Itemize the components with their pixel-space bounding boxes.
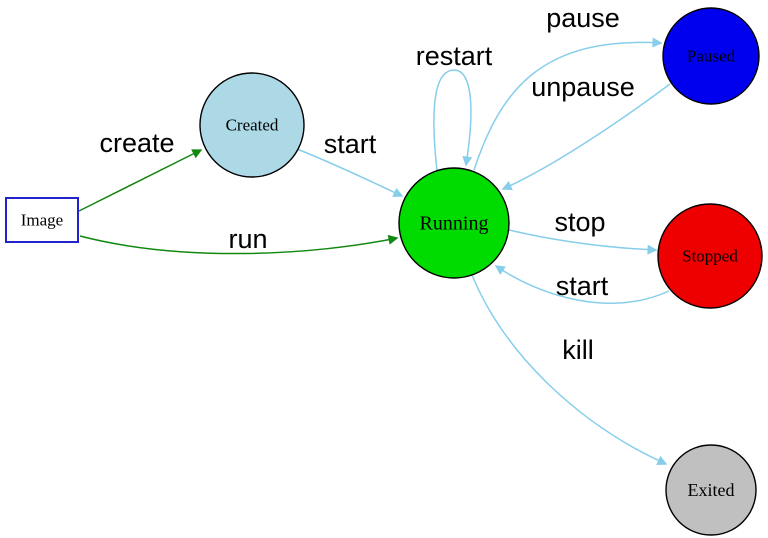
- edge-start-stopped: start: [494, 265, 670, 304]
- edge-label-stop: stop: [554, 207, 605, 237]
- node-label-exited: Exited: [688, 480, 735, 500]
- edge-run: run: [79, 224, 399, 255]
- edge-pause: pause: [473, 3, 663, 171]
- edge-label-run: run: [228, 224, 267, 254]
- edge-label-kill: kill: [562, 335, 594, 365]
- edge-create: create: [78, 128, 203, 212]
- edge-line-restart: [433, 69, 473, 172]
- node-label-created: Created: [226, 116, 279, 135]
- edge-line-run: [79, 234, 399, 255]
- edge-start-created: start: [296, 129, 404, 197]
- node-shape-running: [398, 167, 510, 279]
- node-running: Running: [398, 167, 510, 279]
- edge-line-start-stopped: [494, 265, 670, 304]
- node-stopped: Stopped: [657, 203, 763, 309]
- edge-label-create: create: [99, 128, 174, 158]
- edge-label-pause: pause: [546, 3, 620, 33]
- edge-label-unpause: unpause: [531, 72, 635, 102]
- edge-restart: restart: [416, 41, 493, 172]
- edge-stop: stop: [508, 207, 658, 255]
- edge-line-start-created: [296, 148, 404, 197]
- edge-label-start-stopped: start: [556, 271, 609, 301]
- node-shape-exited: [665, 444, 757, 536]
- node-exited: Exited: [665, 444, 757, 536]
- node-image: Image: [5, 197, 79, 243]
- node-paused: Paused: [662, 7, 760, 105]
- node-shape-stopped: [657, 203, 763, 309]
- node-shape-image: [5, 197, 79, 243]
- edge-line-unpause: [501, 83, 671, 191]
- edge-label-restart: restart: [416, 41, 493, 71]
- node-shape-created: [199, 72, 305, 178]
- edge-line-create: [78, 149, 203, 212]
- node-created: Created: [199, 72, 305, 178]
- node-label-running: Running: [420, 213, 489, 235]
- edge-line-kill: [471, 274, 668, 466]
- edge-line-pause: [473, 37, 663, 171]
- edge-label-start-created: start: [324, 129, 377, 159]
- node-shape-paused: [662, 7, 760, 105]
- node-label-paused: Paused: [687, 47, 736, 66]
- edge-unpause: unpause: [501, 72, 671, 191]
- edge-kill: kill: [471, 274, 668, 466]
- edge-line-stop: [508, 229, 658, 255]
- node-label-image: Image: [21, 211, 63, 230]
- node-label-stopped: Stopped: [682, 247, 738, 266]
